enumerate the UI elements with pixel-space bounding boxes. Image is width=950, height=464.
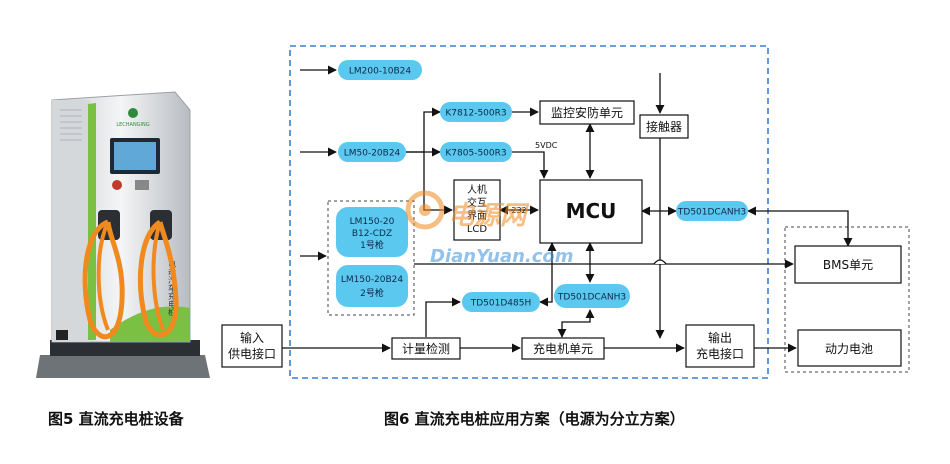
block-charger-unit <box>521 337 605 360</box>
cable-1 <box>82 219 125 340</box>
module-lm150-gun2-line1: LM150-20B24 <box>341 275 404 285</box>
module-td501-485-label: TD501D485H <box>470 299 531 309</box>
block-hmi-line2: 交互 <box>467 196 487 209</box>
emergency-stop-icon <box>112 180 122 190</box>
block-output-line1: 输出 <box>708 330 732 345</box>
green-swoosh <box>110 306 190 342</box>
rs232-label: 232 <box>511 206 526 215</box>
block-input <box>221 324 283 368</box>
module-lm150-gun1-line3: 1号枪 <box>360 239 384 251</box>
watermark-logo-icon <box>405 190 445 230</box>
module-lm150-gun1-line2: B12-CDZ <box>352 229 392 239</box>
block-hmi-line1: 人机 <box>467 183 487 196</box>
brand-text: LECHANGING <box>116 122 149 128</box>
block-input-line2: 供电接口 <box>228 346 276 361</box>
block-output <box>685 324 755 368</box>
block-metering <box>391 337 461 360</box>
block-monitor-label: 监控安防单元 <box>551 105 623 120</box>
module-lm150-gun2 <box>336 265 408 307</box>
module-td501-can-right <box>676 201 748 221</box>
block-bms <box>794 245 902 284</box>
cable-2 <box>137 219 179 338</box>
module-lm200-label: LM200-10B24 <box>349 67 412 77</box>
block-metering-label: 计量检测 <box>402 341 450 356</box>
charger-body-text: 电动汽车充电桩 <box>168 259 177 317</box>
block-battery <box>797 329 902 367</box>
block-charger-unit-label: 充电机单元 <box>533 341 593 356</box>
watermark-en: DianYuan.com <box>430 246 574 267</box>
green-stripe <box>88 103 96 340</box>
block-input-line1: 输入 <box>240 330 264 345</box>
module-td501-485 <box>462 292 540 312</box>
caption-fig6: 图6 直流充电桩应用方案（电源为分立方案） <box>384 410 685 428</box>
vdc-label: 5VDC <box>535 141 558 150</box>
cable-2b <box>151 221 165 331</box>
block-output-line2: 充电接口 <box>696 346 744 361</box>
module-k7812-label: K7812-500R3 <box>445 109 506 119</box>
module-k7805 <box>440 142 512 162</box>
charger-side-panel <box>52 100 90 342</box>
connections <box>282 65 853 353</box>
module-lm150-gun1 <box>336 207 408 257</box>
block-monitor <box>539 100 635 125</box>
module-k7812 <box>440 102 512 122</box>
block-mcu <box>539 179 643 244</box>
module-lm150-gun1-line1: LM150-20 <box>350 217 395 227</box>
gun-group-boundary <box>327 200 415 316</box>
charger-base <box>36 355 210 378</box>
block-hmi-line4: LCD <box>467 224 488 235</box>
charger-illustration: LECHANGING 电动汽车充电桩 <box>36 91 210 378</box>
module-lm150-gun2-line2: 2号枪 <box>360 287 384 299</box>
module-lm50-label: LM50-20B24 <box>344 149 401 159</box>
caption-fig5: 图5 直流充电桩设备 <box>48 410 184 428</box>
block-battery-label: 动力电池 <box>825 342 873 356</box>
cable-1b <box>96 221 110 331</box>
module-td501-can-mid <box>554 284 630 308</box>
line-hop <box>653 259 667 265</box>
block-hmi-line3: 界面 <box>467 210 487 222</box>
module-td501-can-mid-label: TD501DCANH3 <box>557 293 626 303</box>
module-lm50 <box>338 142 406 162</box>
charger-plinth <box>50 340 200 356</box>
watermark-logo-core <box>419 204 431 216</box>
side-slot <box>56 330 68 340</box>
module-k7805-label: K7805-500R3 <box>445 149 506 159</box>
block-mcu-label: MCU <box>566 199 617 223</box>
brand-logo <box>128 108 138 118</box>
block-contactor-label: 接触器 <box>646 119 682 134</box>
block-hmi <box>453 179 501 241</box>
module-lm200 <box>338 60 422 80</box>
module-td501-can-right-label: TD501DCANH3 <box>677 208 746 218</box>
watermark-cn: 电源网 <box>448 201 530 231</box>
charger-screen-display <box>114 142 156 170</box>
watermark: 电源网 DianYuan.com <box>405 190 574 267</box>
card-reader-icon <box>135 180 149 190</box>
block-bms-label: BMS单元 <box>823 258 873 272</box>
side-vent <box>60 109 82 141</box>
block-contactor <box>639 114 689 139</box>
